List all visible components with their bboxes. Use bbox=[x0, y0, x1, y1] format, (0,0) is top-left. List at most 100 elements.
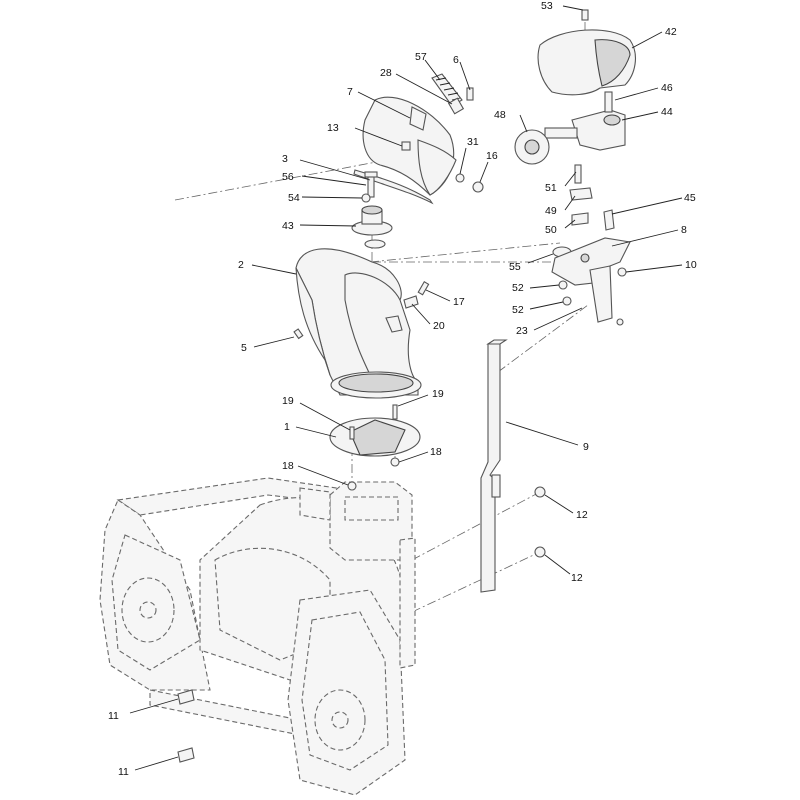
chute-retainer-ring bbox=[329, 404, 421, 491]
spring bbox=[431, 73, 463, 107]
control-rod-body bbox=[480, 341, 501, 593]
leader-49 bbox=[564, 195, 576, 211]
callout-8: 8 bbox=[681, 224, 687, 236]
callout-53: 53 bbox=[541, 0, 553, 12]
leader-9 bbox=[505, 421, 579, 446]
leader-54 bbox=[301, 196, 363, 199]
leader-19b bbox=[397, 394, 429, 407]
screw-19-left bbox=[349, 426, 355, 440]
leader-8 bbox=[611, 229, 679, 247]
callout-55: 55 bbox=[509, 261, 521, 273]
control-rod-top bbox=[486, 339, 508, 345]
leader-42 bbox=[631, 31, 663, 49]
bolt-51 bbox=[574, 164, 582, 184]
discharge-chute bbox=[295, 248, 422, 399]
leader-18b bbox=[398, 451, 429, 463]
leader-57 bbox=[424, 59, 441, 81]
leader-11a bbox=[129, 698, 179, 714]
scraper-bar bbox=[149, 689, 301, 736]
housing-collar-opening bbox=[344, 496, 399, 521]
bushing-49 bbox=[569, 187, 593, 201]
leader-56 bbox=[301, 175, 367, 186]
bracket-45 bbox=[603, 209, 615, 231]
right-bearing-hub bbox=[331, 711, 349, 729]
nut-10 bbox=[617, 267, 627, 277]
nut-52-lower bbox=[562, 296, 572, 306]
mounting-plate bbox=[551, 237, 631, 326]
leader-18a bbox=[297, 465, 349, 486]
callout-10: 10 bbox=[685, 259, 697, 271]
leader-50 bbox=[564, 219, 576, 229]
screw-53 bbox=[581, 9, 589, 21]
callout-2: 2 bbox=[238, 259, 244, 271]
leader-7 bbox=[357, 91, 411, 119]
leader-10 bbox=[625, 264, 683, 273]
callout-52a: 52 bbox=[512, 282, 524, 294]
chute-base-opening bbox=[338, 373, 414, 393]
chute-right-wall bbox=[344, 272, 419, 396]
gear-washer bbox=[364, 239, 386, 249]
deflector-side bbox=[417, 139, 457, 196]
callout-45: 45 bbox=[684, 192, 696, 204]
leader-12a bbox=[544, 494, 574, 514]
leader-46 bbox=[614, 87, 659, 101]
callout-labels: 53 42 57 6 28 7 46 44 13 48 31 16 3 56 5… bbox=[108, 0, 697, 778]
auger-housing bbox=[99, 477, 416, 796]
support-hardware bbox=[177, 486, 546, 763]
callout-17: 17 bbox=[453, 296, 465, 308]
pin-11-lower bbox=[177, 747, 195, 763]
drive-shaft bbox=[544, 127, 578, 139]
callout-6: 6 bbox=[453, 54, 459, 66]
bolt-56-head bbox=[364, 171, 378, 178]
chute-left-wall bbox=[295, 267, 331, 376]
chute-bracket-20-mount bbox=[385, 315, 403, 333]
callout-57: 57 bbox=[415, 51, 427, 63]
nut-18-right bbox=[390, 457, 400, 467]
callout-19a: 19 bbox=[282, 395, 294, 407]
callout-49: 49 bbox=[545, 205, 557, 217]
leader-17 bbox=[425, 289, 451, 302]
leader-23 bbox=[533, 307, 583, 331]
callout-11a: 11 bbox=[108, 710, 119, 722]
callout-12a: 12 bbox=[576, 509, 588, 521]
bolt-56 bbox=[367, 174, 375, 198]
housing-side-bracket bbox=[399, 537, 416, 669]
leader-13 bbox=[354, 127, 403, 147]
callout-54: 54 bbox=[288, 192, 300, 204]
bolt-17 bbox=[417, 281, 430, 296]
bolt-6 bbox=[466, 87, 474, 101]
leader-16 bbox=[479, 161, 489, 183]
screw-5 bbox=[293, 328, 304, 340]
callout-9: 9 bbox=[583, 441, 589, 453]
gear-housing-cover bbox=[537, 9, 636, 96]
callout-19b: 19 bbox=[432, 388, 444, 400]
callout-44: 44 bbox=[661, 106, 673, 118]
leader-12b bbox=[544, 554, 571, 575]
retainer-ring-opening bbox=[349, 419, 406, 456]
bolt-13 bbox=[401, 141, 411, 151]
control-rod-tab bbox=[491, 474, 501, 498]
leader-55 bbox=[527, 253, 554, 264]
chute-gear-assembly bbox=[351, 171, 393, 249]
leader-3 bbox=[299, 159, 371, 181]
nut-52-upper bbox=[558, 280, 568, 290]
left-bearing-hub bbox=[139, 601, 157, 619]
callout-7: 7 bbox=[347, 86, 353, 98]
pivot-pin bbox=[447, 97, 465, 115]
chute-hardware bbox=[293, 281, 430, 340]
housing-gusset bbox=[299, 487, 331, 521]
callout-3: 3 bbox=[282, 153, 288, 165]
bevel-gear-hub bbox=[524, 139, 540, 155]
callout-13: 13 bbox=[327, 122, 339, 134]
callout-51: 51 bbox=[545, 182, 557, 194]
callout-48: 48 bbox=[494, 109, 506, 121]
leader-48 bbox=[519, 114, 528, 133]
leader-1 bbox=[295, 426, 337, 438]
washer-31 bbox=[455, 173, 465, 183]
leader-6 bbox=[459, 61, 471, 91]
phantom-line bbox=[411, 551, 541, 613]
housing-chute-collar bbox=[329, 481, 413, 561]
pin-11-upper bbox=[177, 689, 195, 705]
callout-50: 50 bbox=[545, 224, 557, 236]
